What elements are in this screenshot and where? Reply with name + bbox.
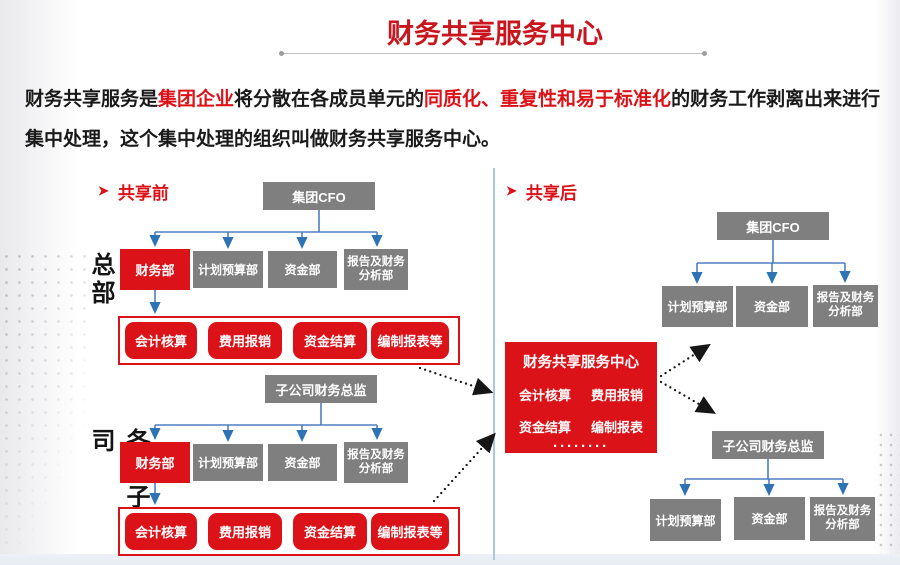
intro-lead: 财务共享服务是 (25, 89, 159, 110)
divider-dot-right (702, 51, 707, 56)
page-title: 财务共享服务中心 (387, 19, 603, 49)
before-hq-task-settlement: 资金结算 (293, 322, 367, 359)
before-sub-treasury-dept-box: 资金部 (268, 444, 337, 481)
divider-dot-left (279, 51, 284, 56)
right-dots-decoration (876, 430, 900, 565)
before-sub-cfo-box: 子公司财务总监 (265, 375, 377, 403)
reporting-line1: 报告及财务 (813, 505, 872, 518)
left-gradient-decoration (0, 0, 92, 565)
section-divider-line (493, 168, 495, 560)
bottom-band-decoration (0, 554, 900, 565)
reporting-line2: 分析部 (825, 519, 860, 531)
before-hq-treasury-dept-box: 资金部 (268, 251, 337, 288)
after-sub-treasury-dept-box: 资金部 (734, 497, 805, 540)
ssc-ellipsis: ········ (553, 438, 609, 455)
before-hq-finance-dept-box: 财务部 (120, 249, 190, 290)
before-cfo-box: 集团CFO (263, 182, 375, 210)
reporting-line2: 分析部 (828, 306, 863, 318)
before-hq-task-reporting: 编制报表等 (371, 322, 449, 359)
intro-highlight-2: 同质化、重复性和易于标准化 (424, 89, 672, 110)
intro-highlight-1: 集团企业 (158, 89, 235, 110)
after-hq-treasury-dept-box: 资金部 (736, 286, 808, 327)
ssc-task-settlement: 资金结算 (518, 420, 571, 435)
ssc-task-accounting: 会计核算 (518, 388, 571, 403)
reporting-line1: 报告及财务 (347, 255, 405, 268)
before-sub-task-reporting: 编制报表等 (371, 513, 449, 550)
intro-paragraph: 财务共享服务是集团企业将分散在各成员单元的同质化、重复性和易于标准化的财务工作剥… (25, 80, 891, 160)
reporting-line1: 报告及财务 (347, 448, 405, 461)
ssc-task-reporting: 编制报表 (591, 420, 644, 435)
reporting-line2: 分析部 (358, 462, 394, 475)
before-label-text: 共享前 (117, 184, 169, 203)
headquarters-vertical-label: 总部 (87, 252, 113, 308)
before-sub-finance-dept-box: 财务部 (120, 442, 190, 483)
before-sub-task-expense: 费用报销 (208, 513, 282, 550)
intro-tail: 的财务工作剥离出来进行集中处理，这个集中处理的组织叫做财务共享服务中心。 (25, 89, 881, 150)
after-section-label: ➤ 共享后 (506, 179, 577, 204)
arrow-bullet-icon: ➤ (98, 182, 109, 198)
after-hq-reporting-dept-box: 报告及财务 分析部 (813, 285, 878, 327)
before-section-label: ➤ 共享前 (98, 179, 169, 204)
before-sub-task-accounting: 会计核算 (125, 513, 197, 550)
shared-service-center-box: 财务共享服务中心 会计核算 费用报销 资金结算 编制报表 ········ (505, 342, 657, 455)
before-sub-reporting-dept-box: 报告及财务 分析部 (344, 442, 408, 483)
reporting-line1: 报告及财务 (816, 292, 875, 305)
before-hq-reporting-dept-box: 报告及财务 分析部 (344, 249, 408, 290)
reporting-line2: 分析部 (358, 269, 394, 282)
after-cfo-box: 集团CFO (717, 212, 829, 240)
right-gradient-decoration (876, 0, 900, 565)
intro-middle: 将分散在各成员单元的 (234, 89, 425, 110)
before-sub-task-settlement: 资金结算 (293, 513, 367, 550)
after-sub-planning-dept-box: 计划预算部 (650, 499, 721, 541)
before-sub-planning-dept-box: 计划预算部 (193, 444, 263, 481)
after-sub-reporting-dept-box: 报告及财务 分析部 (810, 497, 875, 541)
after-label-text: 共享后 (525, 184, 577, 203)
left-dots-decoration (0, 250, 90, 565)
before-hq-planning-dept-box: 计划预算部 (193, 251, 263, 288)
ssc-title: 财务共享服务中心 (523, 355, 639, 371)
arrow-bullet-icon: ➤ (506, 182, 517, 198)
after-sub-cfo-box: 子公司财务总监 (712, 431, 824, 459)
before-hq-task-expense: 费用报销 (208, 322, 282, 359)
after-hq-planning-dept-box: 计划预算部 (662, 286, 733, 327)
ssc-task-expense: 费用报销 (591, 388, 644, 403)
before-hq-task-accounting: 会计核算 (125, 322, 197, 359)
title-divider-line (281, 53, 705, 54)
